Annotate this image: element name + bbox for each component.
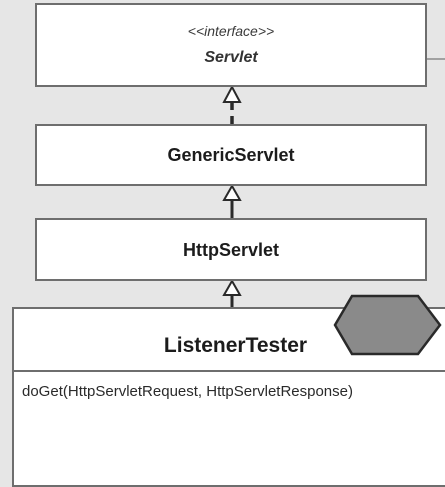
method-compartment-divider	[14, 370, 445, 372]
generalization-arrow-http-to-generic	[222, 183, 242, 218]
http-servlet-box: HttpServlet	[35, 218, 427, 281]
method-doget: doGet(HttpServletRequest, HttpServletRes…	[22, 383, 353, 400]
realization-arrow	[222, 84, 242, 124]
interface-stereotype: <<interface>>	[187, 23, 275, 39]
generalization-arrow-listener-to-http	[222, 278, 242, 307]
generic-servlet-class-name: GenericServlet	[167, 145, 295, 165]
listener-tester-class-name: ListenerTester	[163, 334, 308, 357]
servlet-interface-box: <<interface>> Servlet	[35, 3, 427, 87]
diagram-connectors	[222, 58, 445, 307]
servlet-class-name: Servlet	[204, 49, 258, 66]
generic-servlet-box: GenericServlet	[35, 124, 427, 186]
listener-tester-box: ListenerTester doGet(HttpServletRequest,…	[12, 307, 445, 487]
http-servlet-class-name: HttpServlet	[182, 240, 280, 260]
